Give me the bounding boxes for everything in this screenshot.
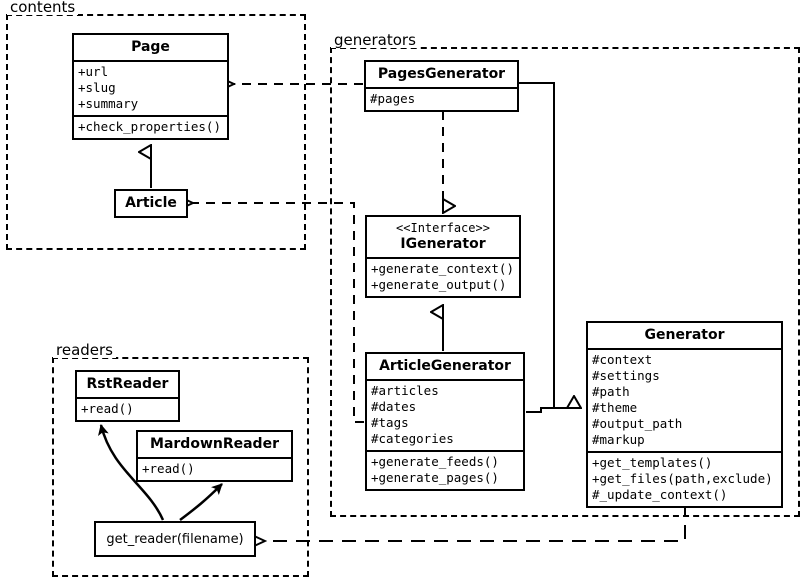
class-article-name: Article (125, 195, 177, 211)
attribute: #markup (592, 432, 645, 447)
method: +generate_pages() (371, 470, 499, 485)
class-generator[interactable]: Generator #context #settings #path #them… (586, 321, 783, 508)
node-get-reader-label: get_reader(filename) (106, 531, 244, 547)
class-igenerator-name: <<Interface>> IGenerator (367, 217, 519, 257)
class-page[interactable]: Page +url +slug +summary +check_properti… (72, 33, 229, 140)
class-articlegenerator-methods: +generate_feeds() +generate_pages() (367, 450, 523, 489)
class-pagesgenerator[interactable]: PagesGenerator #pages (364, 60, 519, 112)
class-igenerator-methods: +generate_context() +generate_output() (367, 257, 519, 296)
attribute: #settings (592, 368, 660, 383)
class-page-attributes: +url +slug +summary (74, 60, 227, 115)
node-get-reader[interactable]: get_reader(filename) (94, 521, 256, 557)
class-articlegenerator-name: ArticleGenerator (379, 358, 511, 374)
package-generators-label: generators (331, 32, 419, 48)
package-contents (6, 14, 306, 250)
attribute: #categories (371, 431, 454, 446)
class-mardownreader-methods: +read() (138, 457, 291, 480)
attribute: +summary (78, 96, 139, 111)
attribute: #path (592, 384, 630, 399)
class-page-name: Page (131, 39, 170, 55)
method: +generate_feeds() (371, 454, 499, 469)
attribute: +url (78, 64, 109, 79)
method: +check_properties() (78, 119, 221, 134)
attribute: #theme (592, 400, 638, 415)
class-articlegenerator-attributes: #articles #dates #tags #categories (367, 379, 523, 450)
class-pagesgenerator-name: PagesGenerator (377, 66, 506, 82)
class-igenerator-label: IGenerator (400, 236, 486, 252)
class-generator-name: Generator (644, 327, 725, 343)
class-page-methods: +check_properties() (74, 115, 227, 138)
class-generator-attributes: #context #settings #path #theme #output_… (588, 348, 781, 451)
package-readers-label: readers (53, 342, 116, 358)
class-mardownreader-name: MardownReader (150, 436, 279, 452)
package-contents-label: contents (7, 0, 79, 15)
method: +read() (81, 401, 134, 416)
class-articlegenerator[interactable]: ArticleGenerator #articles #dates #tags … (365, 352, 525, 491)
class-rstreader[interactable]: RstReader +read() (75, 370, 180, 422)
method: #_update_context() (592, 487, 728, 502)
attribute: #dates (371, 399, 417, 414)
attribute: #tags (371, 415, 409, 430)
class-igenerator[interactable]: <<Interface>> IGenerator +generate_conte… (365, 215, 521, 298)
attribute: +slug (78, 80, 116, 95)
class-mardownreader[interactable]: MardownReader +read() (136, 430, 293, 482)
method: +generate_output() (371, 277, 507, 292)
package-readers (52, 357, 309, 577)
method: +get_templates() (592, 455, 713, 470)
class-igenerator-stereotype: <<Interface>> (396, 221, 490, 235)
attribute: #pages (370, 91, 416, 106)
attribute: #output_path (592, 416, 683, 431)
class-rstreader-methods: +read() (77, 397, 178, 420)
method: +read() (142, 461, 195, 476)
class-generator-methods: +get_templates() +get_files(path,exclude… (588, 451, 781, 506)
class-article[interactable]: Article (114, 189, 188, 218)
attribute: #context (592, 352, 653, 367)
package-generators (330, 47, 800, 517)
method: +get_files(path,exclude) (592, 471, 773, 486)
class-rstreader-name: RstReader (86, 376, 169, 392)
attribute: #articles (371, 383, 439, 398)
method: +generate_context() (371, 261, 514, 276)
class-pagesgenerator-attributes: #pages (366, 87, 517, 110)
